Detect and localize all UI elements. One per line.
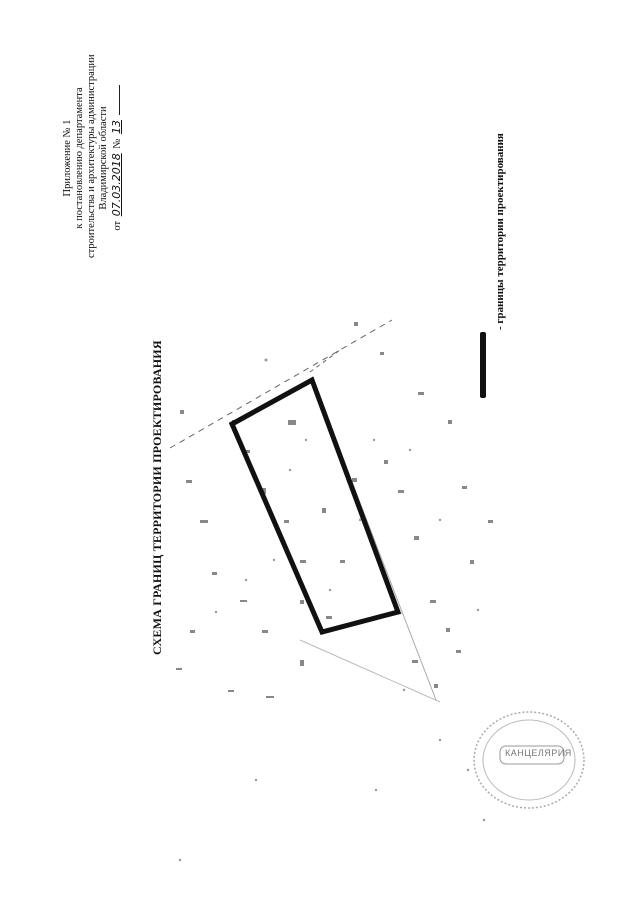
stamp-seal xyxy=(473,711,585,809)
road-dashed-line xyxy=(169,319,393,449)
map-dots xyxy=(178,358,486,862)
legend-line-sample xyxy=(480,332,486,398)
stamp-label: КАНЦЕЛЯРИЯ xyxy=(505,748,572,758)
street-line-2 xyxy=(299,639,441,703)
design-territory-boundary xyxy=(228,376,402,635)
road-dashed-line-2 xyxy=(309,349,341,373)
building-marks xyxy=(176,322,493,698)
legend-label: - границы территории проектирования xyxy=(494,133,506,330)
